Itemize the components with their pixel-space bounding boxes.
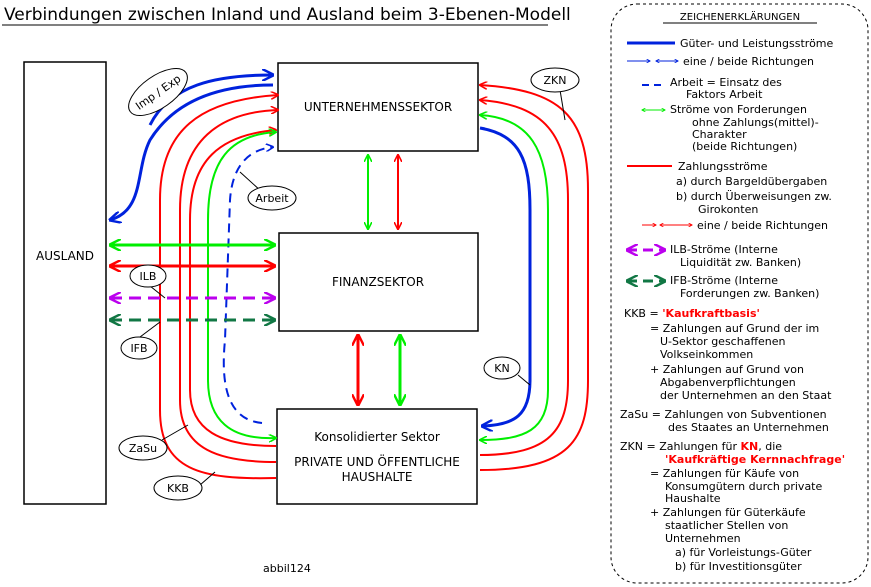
import-arrow — [110, 83, 274, 220]
legend-ilb-text-2: Liquidität zw. Banken) — [680, 256, 801, 269]
legend-zkn-text-7: a) für Vorleistungs-Güter — [675, 546, 812, 559]
legend-ifb-text-1: IFB-Ströme (Interne — [670, 274, 778, 287]
kkb-bubble: KKB — [153, 471, 216, 501]
ifb-bubble: IFB — [120, 321, 161, 360]
ausland-label: AUSLAND — [36, 249, 94, 263]
ilb-bubble: ILB — [129, 264, 167, 299]
haushalte-label-1: Konsolidierter Sektor — [314, 430, 440, 444]
legend-zkn-text-5: staatlicher Stellen von — [665, 519, 788, 532]
legend-zkn-name: 'Kaufkräftige Kernnachfrage' — [665, 453, 845, 466]
legend-zasu-text-1: ZaSu = Zahlungen von Subventionen — [620, 408, 827, 421]
haushalte-label-3: HAUSHALTE — [342, 470, 413, 484]
claims-left-arrow — [207, 132, 276, 438]
zasu-label: ZaSu — [129, 442, 157, 455]
legend-kkb-text-4: + Zahlungen auf Grund von — [650, 363, 804, 376]
legend-goods-text: Güter- und Leistungsströme — [680, 37, 834, 50]
finanz-label: FINANZSEKTOR — [332, 275, 424, 289]
zasu-arrow — [189, 130, 276, 447]
legend-claims-text-4: (beide Richtungen) — [692, 140, 797, 153]
kkb-outer-arrow — [159, 95, 278, 480]
legend-kkb-text-2: U-Sektor geschaffenen — [660, 335, 786, 348]
legend-kkb-text-3: Volkseinkommen — [660, 348, 753, 361]
ilb-label: ILB — [140, 270, 157, 283]
legend-zkn-prefix: ZKN = Zahlungen für — [620, 440, 737, 453]
kkb-inner-arrow — [179, 110, 278, 463]
arbeit-arrow — [222, 147, 273, 424]
legend-payment-text-4: Girokonten — [698, 203, 758, 216]
haushalte-box — [276, 408, 478, 505]
legend-ilb-text-1: ILB-Ströme (Interne — [670, 243, 778, 256]
zkn-label: ZKN — [544, 74, 567, 87]
ifb-label: IFB — [130, 342, 147, 355]
zkn-bubble: ZKN — [530, 67, 580, 121]
legend-claims-text-1: Ströme von Forderungen — [670, 103, 807, 116]
legend-zasu-text-2: des Staates an Unternehmen — [668, 421, 829, 434]
legend-zkn-text-2: Konsumgütern durch private — [665, 480, 822, 493]
legend-zkn-text-8: b) für Investitionsgüter — [675, 560, 802, 573]
legend-zkn-text-3: Haushalte — [665, 492, 721, 505]
zasu-bubble: ZaSu — [118, 424, 189, 461]
unternehmen-box — [277, 62, 479, 152]
legend-zkn-kn: KN — [741, 440, 759, 453]
legend-arbeit-text-1: Arbeit = Einsatz des — [670, 76, 782, 89]
arbeit-bubble: Arbeit — [239, 171, 297, 211]
diagram-title: Verbindungen zwischen Inland und Ausland… — [4, 5, 571, 25]
imp-exp-bubble — [128, 68, 188, 116]
legend-heading: ZEICHENERKLÄRUNGEN — [680, 10, 800, 23]
legend-zkn-text-4: + Zahlungen für Güterkäufe — [650, 506, 806, 519]
footer-code: abbil124 — [263, 562, 311, 575]
legend-kkb-text-1: = Zahlungen auf Grund der im — [650, 322, 819, 335]
ausland-box — [23, 61, 107, 505]
legend-kkb-text-6: der Unternehmen an den Staat — [660, 389, 832, 402]
kn-bubble: KN — [483, 356, 531, 386]
haushalte-label-2: PRIVATE UND ÖFFENTLICHE — [294, 453, 460, 469]
legend-ifb-text-2: Forderungen zw. Banken) — [680, 287, 819, 300]
legend-zkn-text-1: = Zahlungen für Käufe von — [650, 467, 799, 480]
legend-claims-text-2: ohne Zahlungs(mittel)- — [692, 116, 819, 129]
legend-payment-text-3: b) durch Überweisungen zw. — [676, 190, 832, 203]
export-arrow — [148, 75, 273, 126]
legend-goods-dir-text: eine / beide Richtungen — [683, 55, 814, 68]
legend-kkb-line: KKB = 'Kaufkraftbasis' — [624, 307, 760, 320]
legend-payment-dir-text: eine / beide Richtungen — [697, 219, 828, 232]
legend-arbeit-text-2: Faktors Arbeit — [686, 88, 763, 101]
legend-kkb-text-5: Abgabenverpflichtungen — [660, 376, 796, 389]
legend-payment-text-2: a) durch Bargeldübergaben — [676, 175, 827, 188]
legend-zkn-text-6: Unternehmen — [665, 532, 741, 545]
finanz-box — [278, 232, 479, 332]
zkn-inner-arrow — [480, 100, 569, 456]
kn-label: KN — [494, 362, 509, 375]
legend-zkn-line: ZKN = Zahlungen für KN, die — [620, 440, 782, 453]
zkn-outer-arrow — [480, 85, 589, 471]
claims-right-arrow — [480, 115, 549, 440]
unternehmen-label: UNTERNEHMENSSEKTOR — [304, 100, 452, 114]
legend-kkb-name: 'Kaufkraftbasis' — [662, 307, 760, 320]
legend-zkn-die: , die — [758, 440, 782, 453]
arbeit-label: Arbeit — [255, 192, 289, 205]
legend-panel — [610, 3, 869, 584]
kkb-label: KKB — [167, 482, 189, 495]
legend-claims-text-3: Charakter — [692, 128, 747, 141]
kn-goods-arrow — [479, 126, 532, 426]
legend-payment-text-1: Zahlungsströme — [678, 160, 768, 173]
legend-kkb-prefix: KKB = — [624, 307, 659, 320]
